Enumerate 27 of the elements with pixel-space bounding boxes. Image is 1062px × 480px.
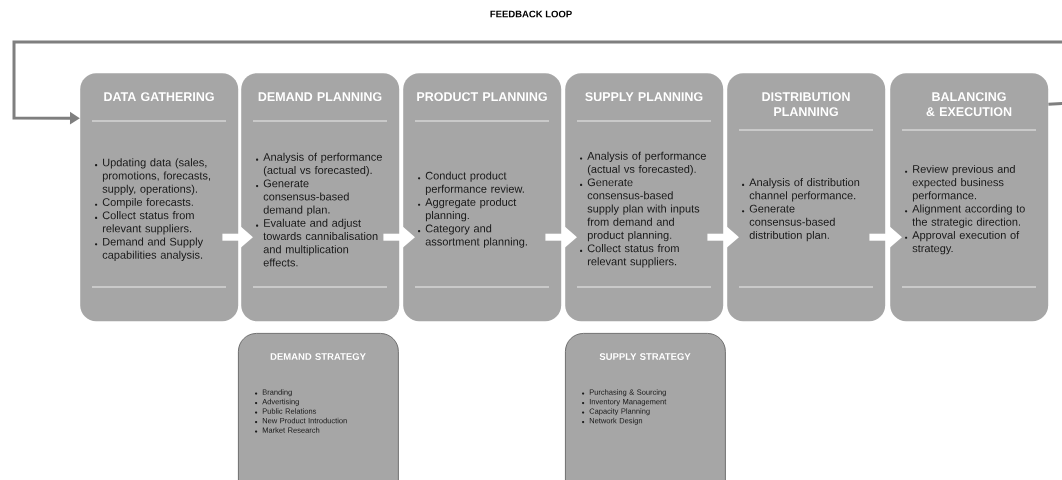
process-box (727, 73, 886, 322)
bullet-list: Conduct product performance review. Aggregate product planning. Category and assortment planning. (418, 171, 527, 248)
node-label: Collect status from relevant suppliers. (102, 211, 194, 235)
process-box (403, 73, 562, 322)
node-label: Demand and Supply capabilities analysis. (102, 237, 204, 261)
box-heading: DEMAND PLANNING (258, 92, 382, 102)
node-label: Updating data (sales, promotions, forecasts, supply, operations). (102, 158, 211, 195)
process-box (890, 73, 1049, 322)
box-heading: SUPPLY STRATEGY (599, 353, 691, 360)
edge-label: FEEDBACK LOOP (488, 9, 574, 19)
strategy-box (565, 333, 726, 480)
process-box (565, 73, 724, 322)
box-heading: PRODUCT PLANNING (417, 92, 547, 102)
process-box (80, 73, 239, 322)
box-heading: SUPPLY PLANNING (585, 92, 703, 102)
box-heading: DEMAND STRATEGY (270, 353, 366, 360)
bullet-list: Analysis of distribution channel performance. Generate consensus-based distribution plan. (742, 178, 860, 242)
box-heading: BALANCING & EXECUTION (926, 92, 1012, 117)
box-heading: DISTRIBUTION PLANNING (762, 92, 850, 117)
box-heading: DATA GATHERING (104, 92, 214, 102)
bullet-list: Review previous and expected business performance. Alignment according to the strategic direction. Approval execution of strategy. (905, 164, 1025, 255)
strategy-box (238, 333, 399, 480)
process-box (241, 73, 400, 322)
bullet-list: Analysis of performance (actual vs forecasted). Generate consensus-based demand plan. Evaluate and adjust towards cannibalisation and multiplication effects. (256, 152, 382, 267)
bullet-list: Analysis of performance (actual vs forecasted). Generate consensus-based supply plan with inputs from demand and product planning. Collect status from relevant suppliers. (580, 151, 706, 268)
bullet-list: Updating data (sales, promotions, forecasts, supply, operations). Compile forecasts. Collect status from relevant suppliers. Demand and Supply capabilities analysis. (95, 158, 211, 261)
node-label: Compile forecasts. (102, 197, 193, 209)
